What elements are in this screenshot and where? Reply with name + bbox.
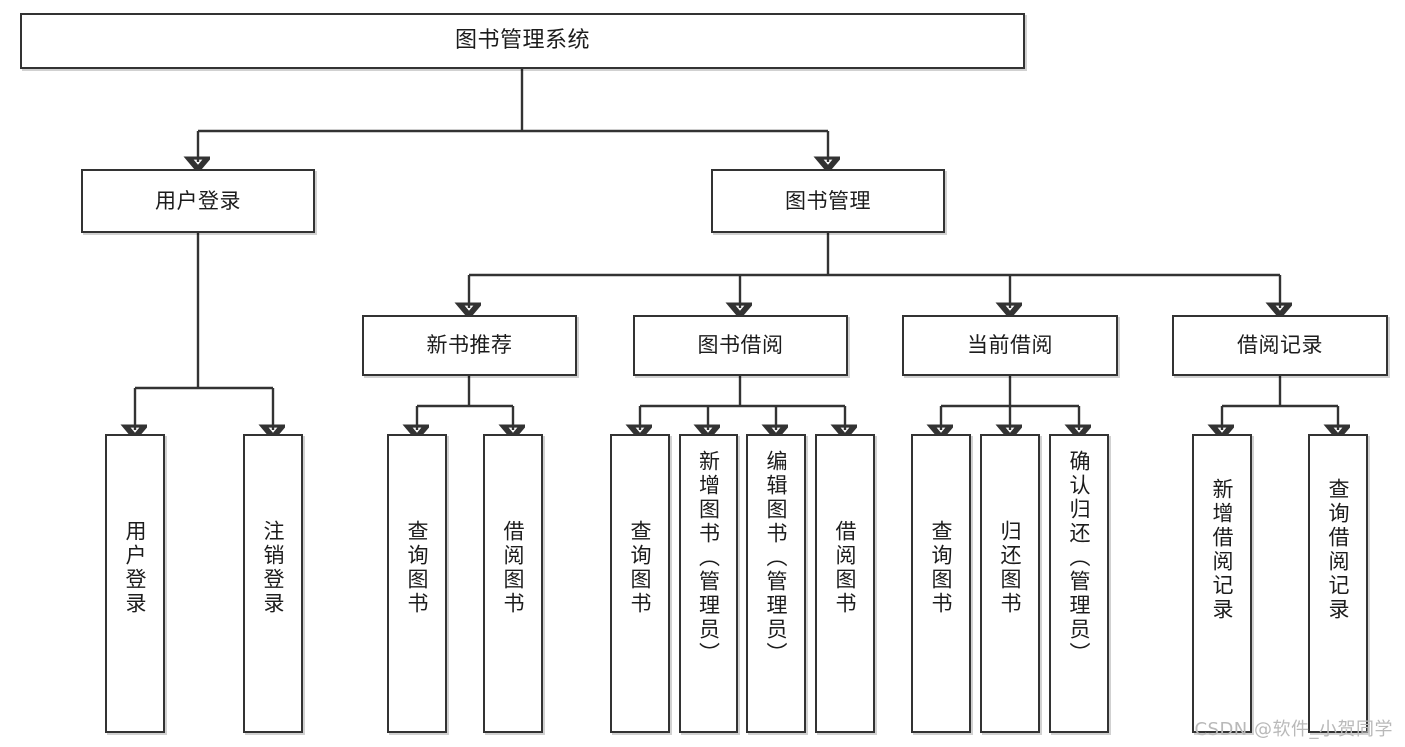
node-label: 查询图书 — [929, 520, 954, 616]
leaf-add-borrow-record[interactable]: 新增借阅记录 — [1192, 434, 1252, 733]
node-label: 图书借阅 — [697, 333, 784, 358]
node-label: 确认归还（管理员） — [1067, 450, 1092, 666]
node-root-book-management-system[interactable]: 图书管理系统 — [20, 13, 1025, 69]
node-label: 用户登录 — [155, 188, 241, 213]
node-book-borrow[interactable]: 图书借阅 — [633, 315, 848, 376]
node-label: 借阅图书 — [501, 520, 526, 616]
node-label: 查询图书 — [405, 520, 430, 616]
node-label: 注销登录 — [261, 520, 286, 616]
node-new-book-recommend[interactable]: 新书推荐 — [362, 315, 577, 376]
node-user-login[interactable]: 用户登录 — [81, 169, 315, 233]
node-borrow-record[interactable]: 借阅记录 — [1172, 315, 1388, 376]
node-label: 新增借阅记录 — [1210, 478, 1235, 622]
leaf-logout-login[interactable]: 注销登录 — [243, 434, 303, 733]
node-label: 图书管理 — [785, 188, 871, 213]
node-label: 查询借阅记录 — [1326, 478, 1351, 622]
node-current-borrow[interactable]: 当前借阅 — [902, 315, 1118, 376]
leaf-query-borrow-record[interactable]: 查询借阅记录 — [1308, 434, 1368, 733]
leaf-confirm-return-admin[interactable]: 确认归还（管理员） — [1049, 434, 1109, 733]
leaf-borrow-book-recommend[interactable]: 借阅图书 — [483, 434, 543, 733]
node-label: 编辑图书（管理员） — [764, 450, 789, 666]
leaf-user-login[interactable]: 用户登录 — [105, 434, 165, 733]
node-label: 图书管理系统 — [454, 28, 590, 54]
node-label: 用户登录 — [123, 520, 148, 616]
leaf-borrow-book[interactable]: 借阅图书 — [815, 434, 875, 733]
node-label: 借阅记录 — [1237, 333, 1323, 358]
leaf-add-book-admin[interactable]: 新增图书（管理员） — [679, 434, 738, 733]
leaf-query-book-borrow[interactable]: 查询图书 — [610, 434, 670, 733]
node-label: 当前借阅 — [967, 333, 1053, 358]
node-label: 新书推荐 — [426, 333, 513, 358]
leaf-query-book-current[interactable]: 查询图书 — [911, 434, 971, 733]
node-label: 新增图书（管理员） — [696, 450, 721, 666]
watermark-text: CSDN @软件_小贺同学 — [1194, 719, 1393, 740]
leaf-return-book[interactable]: 归还图书 — [980, 434, 1040, 733]
node-label: 查询图书 — [628, 520, 653, 616]
leaf-edit-book-admin[interactable]: 编辑图书（管理员） — [746, 434, 806, 733]
node-book-management[interactable]: 图书管理 — [711, 169, 945, 233]
node-label: 借阅图书 — [833, 520, 858, 616]
leaf-query-book-recommend[interactable]: 查询图书 — [387, 434, 447, 733]
node-label: 归还图书 — [998, 520, 1023, 616]
